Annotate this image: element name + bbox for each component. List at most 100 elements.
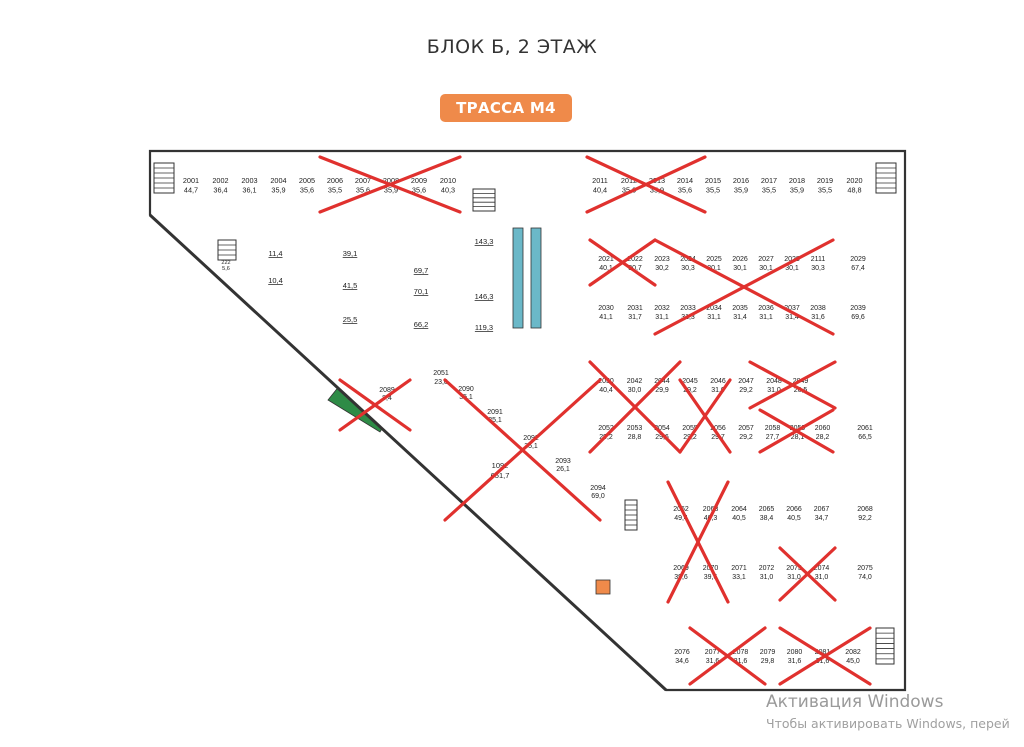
unit-2061-area: 66,5 <box>858 434 872 441</box>
escalator-right <box>530 227 542 329</box>
cross-block2-d-b <box>758 408 835 454</box>
unit-2004-number: 2004 <box>270 176 286 185</box>
gallery-area-2: 146,3 <box>475 292 494 301</box>
unit-2111-area: 30,3 <box>811 265 825 272</box>
unit-2056-number: 2056 <box>710 425 726 432</box>
unit-2075-number: 2075 <box>857 565 873 572</box>
unit-2003-area: 36,1 <box>242 185 256 194</box>
unit-2011-number: 2011 <box>592 176 608 185</box>
unit-2059-area: 28,1 <box>791 434 805 441</box>
unit-2016-number: 2016 <box>733 176 749 185</box>
unit-2073-number: 2073 <box>786 565 802 572</box>
unit-2028-area: 30,1 <box>785 265 799 272</box>
unit-2030-number: 2030 <box>598 305 614 312</box>
page-title: БЛОК Б, 2 ЭТАЖ <box>426 36 598 58</box>
unit-2078-area: 31,6 <box>734 658 748 665</box>
unit-2005-area: 35,6 <box>300 185 314 194</box>
unit-2012-area: 35,6 <box>622 185 636 194</box>
unit-2020-number: 2020 <box>846 176 862 185</box>
unit-2052-number: 2052 <box>598 425 614 432</box>
cross-block3-a-b <box>666 480 730 604</box>
unit-2079-area: 29,8 <box>761 658 775 665</box>
yellow-unit-6-area: 25,5 <box>343 315 358 324</box>
unit-2111-number: 2111 <box>811 256 826 263</box>
unit-2028-number: 2028 <box>784 256 800 263</box>
unit-2054-number: 2054 <box>654 425 670 432</box>
unit-2094-number: 2094 <box>590 485 606 492</box>
unit-2082-number: 2082 <box>845 649 861 656</box>
unit-2045-area: 29,2 <box>683 387 697 394</box>
unit-2065-area: 38,4 <box>760 515 774 522</box>
yellow-unit-5-area: 70,1 <box>414 287 429 296</box>
unit-2050-number: 2050 <box>598 378 614 385</box>
unit-2020-area: 48,8 <box>847 185 861 194</box>
unit-2001-number: 2001 <box>183 176 199 185</box>
unit-2077-area: 31,6 <box>706 658 720 665</box>
unit-2012-number: 2012 <box>621 176 637 185</box>
unit-2051-area: 23,0 <box>434 379 448 386</box>
unit-2042-number: 2042 <box>627 378 643 385</box>
yellow-unit-4-area: 41,5 <box>343 281 358 290</box>
unit-2017-area: 35,5 <box>762 185 776 194</box>
unit-2037-number: 2037 <box>784 305 800 312</box>
unit-2025-number: 2025 <box>706 256 722 263</box>
unit-2009-area: 35,6 <box>412 185 426 194</box>
unit-2036-area: 31,1 <box>759 314 773 321</box>
yellow-unit-1-area: 39,1 <box>343 249 358 258</box>
unit-2044-area: 29,9 <box>655 387 669 394</box>
unit-2015-area: 35,5 <box>706 185 720 194</box>
unit-2029-number: 2029 <box>850 256 866 263</box>
unit-2081-number: 2081 <box>815 649 831 656</box>
unit-2024-area: 30,3 <box>681 265 695 272</box>
yellow-unit-7-area: 66,2 <box>414 320 429 329</box>
big-hall-number: 1092 <box>492 461 509 470</box>
unit-2046-area: 31,0 <box>711 387 725 394</box>
unit-2048-number: 2048 <box>766 378 782 385</box>
unit-2080-number: 2080 <box>787 649 803 656</box>
unit-2058-number: 2058 <box>765 425 781 432</box>
unit-2027-area: 30,1 <box>759 265 773 272</box>
unit-2010-area: 40,3 <box>441 185 455 194</box>
unit-2018-number: 2018 <box>789 176 805 185</box>
cross-top-left-b <box>318 155 462 214</box>
unit-2034-number: 2034 <box>706 305 722 312</box>
unit-2076-number: 2076 <box>674 649 690 656</box>
unit-2092-area: 35,1 <box>524 443 538 450</box>
unit-2060-number: 2060 <box>815 425 831 432</box>
unit-2038-area: 31,6 <box>811 314 825 321</box>
unit-2079-number: 2079 <box>760 649 776 656</box>
unit-2006-area: 35,5 <box>328 185 342 194</box>
unit-2021-area: 40,1 <box>599 265 613 272</box>
unit-2054-area: 29,6 <box>655 434 669 441</box>
unit-2001-area: 44,7 <box>184 185 198 194</box>
unit-2053-area: 28,8 <box>628 434 642 441</box>
unit-2015-number: 2015 <box>705 176 721 185</box>
unit-2007-area: 35,6 <box>356 185 370 194</box>
unit-2021-number: 2021 <box>598 256 614 263</box>
unit-2090-number: 2090 <box>458 386 474 393</box>
stairs-left-small <box>217 239 237 261</box>
cross-bottom-b-b <box>778 626 872 686</box>
unit-2051-number: 2051 <box>433 370 449 377</box>
unit-2029-area: 67,4 <box>851 265 865 272</box>
unit-2009-number: 2009 <box>411 176 427 185</box>
unit-2031-number: 2031 <box>627 305 643 312</box>
unit-2039-area: 69,6 <box>851 314 865 321</box>
unit-2093-area: 26,1 <box>556 466 570 473</box>
cross-2089-b <box>338 378 412 432</box>
unit-2053-number: 2053 <box>627 425 643 432</box>
unit-2008-number: 2008 <box>383 176 399 185</box>
unit-2032-area: 31,1 <box>655 314 669 321</box>
unit-2006-number: 2006 <box>327 176 343 185</box>
unit-2024-number: 2024 <box>680 256 696 263</box>
unit-2059-number: 2059 <box>790 425 806 432</box>
unit-2034-area: 31,1 <box>707 314 721 321</box>
stairs-top-right <box>875 162 897 194</box>
unit-2092-number: 2092 <box>523 435 539 442</box>
unit-2075-area: 74,0 <box>858 574 872 581</box>
unit-2035-area: 31,4 <box>733 314 747 321</box>
cross-bottom-a-b <box>688 626 767 686</box>
unit-2023-area: 30,2 <box>655 265 669 272</box>
cross-block1-b-b <box>588 238 657 287</box>
